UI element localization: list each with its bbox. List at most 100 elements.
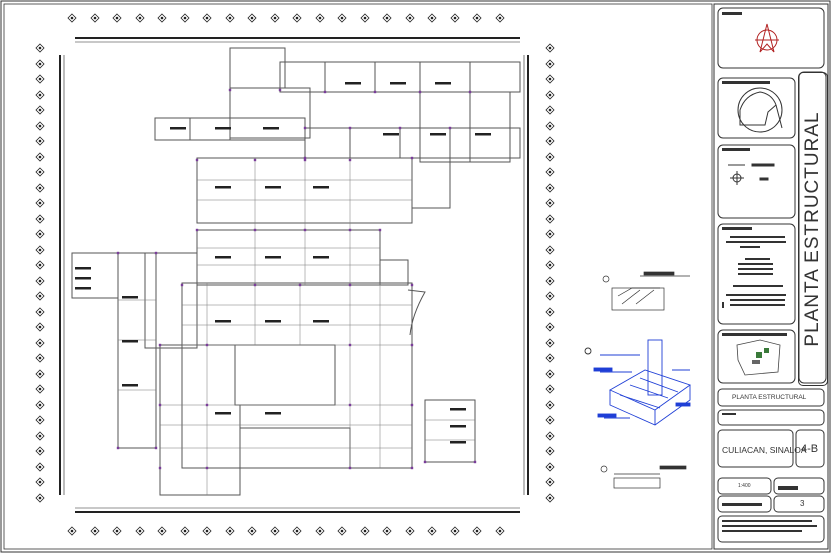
room-tag	[75, 267, 91, 270]
sheet-code-box	[795, 429, 825, 468]
diamond-marker-icon	[35, 291, 45, 301]
structural-column	[180, 283, 184, 287]
diamond-marker-icon	[545, 229, 555, 239]
diamond-marker-icon	[337, 13, 347, 23]
room-label-tags	[75, 82, 491, 444]
sheet-title-vertical: PLANTA ESTRUCTURAL	[798, 72, 828, 386]
diamond-marker-icon	[545, 322, 555, 332]
room-tag	[215, 127, 231, 130]
diamond-marker-icon	[545, 260, 555, 270]
diamond-marker-icon	[545, 493, 555, 503]
footer-box	[717, 515, 825, 543]
diamond-marker-icon	[35, 121, 45, 131]
diamond-marker-icon	[360, 526, 370, 536]
location-map-icon	[736, 339, 781, 376]
structural-column	[154, 446, 158, 450]
structural-column	[303, 158, 307, 162]
symbology-panel	[717, 144, 796, 219]
structural-column	[348, 158, 352, 162]
diamond-marker-icon	[545, 384, 555, 394]
diamond-marker-icon	[35, 338, 45, 348]
diamond-marker-icon	[202, 13, 212, 23]
structural-column	[348, 466, 352, 470]
diamond-marker-icon	[35, 198, 45, 208]
notes-text-lines	[722, 227, 786, 308]
diamond-marker-icon	[247, 526, 257, 536]
diamond-marker-icon	[247, 13, 257, 23]
diamond-marker-icon	[427, 13, 437, 23]
diamond-marker-icon	[545, 291, 555, 301]
structural-column	[468, 90, 472, 94]
room-tag	[265, 256, 281, 259]
diamond-marker-icon	[405, 13, 415, 23]
drawing-frame	[3, 3, 713, 550]
diamond-marker-icon	[545, 214, 555, 224]
structural-column	[373, 90, 377, 94]
diamond-marker-icon	[35, 183, 45, 193]
grid-markers-right	[545, 43, 555, 503]
grid-markers-bottom	[67, 526, 505, 536]
structural-column	[195, 228, 199, 232]
sheet-code-label: 4-B	[801, 443, 819, 455]
diamond-marker-icon	[90, 13, 100, 23]
room-tag	[435, 82, 451, 85]
right-dimension-line	[523, 55, 529, 495]
structural-column	[205, 466, 209, 470]
room-tag	[313, 256, 329, 259]
diamond-marker-icon	[180, 13, 190, 23]
room-tag	[265, 412, 281, 415]
diamond-marker-icon	[112, 526, 122, 536]
structural-columns	[116, 88, 477, 470]
diamond-marker-icon	[545, 245, 555, 255]
date-box	[773, 477, 825, 495]
north-arrow-icon	[755, 23, 779, 53]
diamond-marker-icon	[545, 183, 555, 193]
diamond-marker-icon	[35, 90, 45, 100]
diamond-marker-icon	[225, 526, 235, 536]
diamond-marker-icon	[545, 307, 555, 317]
room-tag	[313, 186, 329, 189]
structural-column	[410, 283, 414, 287]
diamond-marker-icon	[35, 214, 45, 224]
diamond-marker-icon	[157, 13, 167, 23]
structural-column	[205, 403, 209, 407]
diamond-marker-icon	[545, 136, 555, 146]
structural-column	[410, 403, 414, 407]
structural-column	[116, 446, 120, 450]
room-tag	[450, 408, 466, 411]
location-label: CULIACAN, SINALOA	[722, 445, 807, 455]
diamond-marker-icon	[450, 526, 460, 536]
diamond-marker-icon	[405, 526, 415, 536]
floor-plan	[71, 47, 521, 496]
room-tag	[265, 186, 281, 189]
structural-column	[473, 460, 477, 464]
diamond-marker-icon	[157, 526, 167, 536]
structural-column	[205, 343, 209, 347]
structural-column	[448, 126, 452, 130]
diamond-marker-icon	[545, 415, 555, 425]
room-tag	[75, 277, 91, 280]
detail-slab	[602, 271, 690, 311]
curved-bay	[407, 289, 426, 336]
location-map-panel	[717, 329, 796, 384]
room-tag	[215, 412, 231, 415]
drawn-by-box	[717, 495, 772, 513]
structural-column	[398, 126, 402, 130]
room-tag	[265, 320, 281, 323]
diamond-marker-icon	[382, 13, 392, 23]
detail-footing-3d	[584, 339, 691, 426]
sheet-number-label: 3	[800, 499, 805, 508]
structural-column	[303, 156, 307, 160]
title-block-frame	[713, 3, 829, 550]
diamond-marker-icon	[337, 526, 347, 536]
diamond-marker-icon	[35, 400, 45, 410]
structural-column	[116, 251, 120, 255]
north-panel	[717, 7, 825, 69]
diamond-marker-icon	[112, 13, 122, 23]
structural-column	[348, 283, 352, 287]
diamond-marker-icon	[35, 167, 45, 177]
diamond-marker-icon	[270, 13, 280, 23]
diamond-marker-icon	[35, 431, 45, 441]
